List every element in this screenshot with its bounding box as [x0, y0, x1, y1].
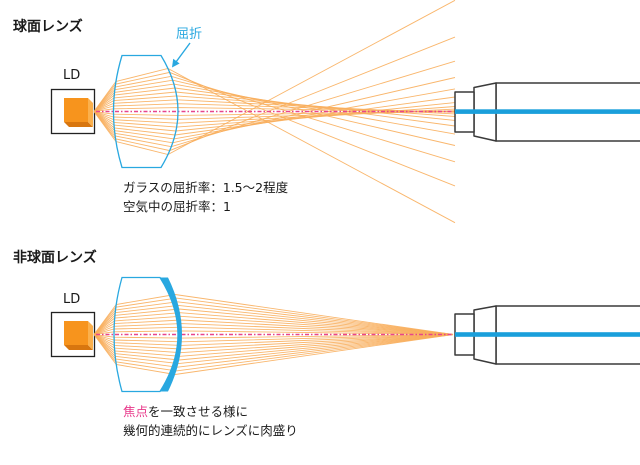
- light-ray: [93, 60, 456, 148]
- focus-note-rest: を一致させる様に: [148, 404, 248, 419]
- laser-diode-icon: [50, 311, 96, 358]
- light-ray: [93, 334, 454, 343]
- aspheric-lens-section: 非球面レンズ LD 焦点を一致させる様に 幾何的連続的にレンズに肉盛り: [13, 249, 640, 438]
- light-ray: [93, 334, 454, 372]
- light-ray: [93, 334, 454, 361]
- section-title-spherical: 球面レンズ: [13, 18, 83, 35]
- spherical-lens-section: 球面レンズ LD 屈折 ガラスの屈折率：1.5～2程度 空気中の屈折率：1: [13, 0, 640, 224]
- light-ray: [93, 103, 456, 113]
- light-ray: [93, 87, 456, 127]
- light-ray: [93, 77, 456, 144]
- light-ray: [93, 304, 454, 335]
- light-ray: [93, 297, 454, 335]
- light-rays-spherical: [93, 0, 456, 224]
- diode-bottom-face: [64, 345, 93, 350]
- glass-refractive-index-note: ガラスの屈折率：1.5～2程度: [123, 180, 289, 195]
- diode-front-face: [64, 98, 88, 122]
- light-ray: [93, 323, 454, 335]
- light-ray: [93, 88, 456, 140]
- light-ray: [93, 334, 454, 375]
- fiber-connector-icon: [454, 82, 640, 142]
- refraction-callout: 屈折: [176, 27, 202, 42]
- light-ray: [93, 330, 454, 335]
- ld-label: LD: [63, 68, 80, 83]
- light-ray: [93, 79, 456, 146]
- diode-side-face: [88, 98, 93, 127]
- fiber-core: [455, 332, 640, 337]
- light-ray: [93, 326, 454, 335]
- laser-diode-icon: [50, 88, 96, 135]
- light-ray: [93, 0, 456, 155]
- fiber-core: [455, 109, 640, 114]
- light-ray: [93, 319, 454, 335]
- light-ray: [93, 334, 454, 357]
- light-ray: [93, 91, 456, 121]
- light-rays-aspheric: [93, 294, 454, 375]
- light-ray: [93, 334, 454, 365]
- light-ray: [93, 301, 454, 335]
- light-ray: [93, 334, 454, 346]
- light-ray: [93, 334, 454, 339]
- light-ray: [93, 312, 454, 335]
- light-ray: [93, 334, 454, 354]
- light-ray: [93, 315, 454, 335]
- fiber-connector-icon: [454, 305, 640, 365]
- spherical-lens: [112, 54, 179, 169]
- light-ray: [93, 294, 454, 335]
- light-ray: [93, 308, 454, 335]
- light-ray: [93, 95, 456, 117]
- callout-arrow-icon: [172, 42, 191, 68]
- diode-front-face: [64, 321, 88, 345]
- light-ray: [93, 71, 456, 187]
- light-ray: [93, 75, 456, 163]
- light-ray: [93, 83, 456, 135]
- light-ray: [93, 36, 456, 152]
- light-ray: [93, 334, 454, 350]
- ld-label: LD: [63, 292, 80, 307]
- light-ray: [93, 68, 456, 224]
- focus-highlight: 焦点: [123, 404, 148, 419]
- focus-note-line2: 幾何的連続的にレンズに肉盛り: [123, 423, 298, 438]
- light-ray: [93, 102, 456, 132]
- light-ray: [93, 106, 456, 128]
- light-ray: [93, 334, 454, 368]
- diode-bottom-face: [64, 122, 93, 127]
- light-ray: [93, 96, 456, 136]
- diode-side-face: [88, 321, 93, 350]
- air-refractive-index-note: 空気中の屈折率：1: [123, 199, 231, 214]
- light-ray: [93, 110, 456, 120]
- aspheric-buildup-layer: [160, 277, 182, 392]
- section-title-aspheric: 非球面レンズ: [13, 249, 97, 266]
- focus-note-line1: 焦点を一致させる様に: [123, 404, 248, 419]
